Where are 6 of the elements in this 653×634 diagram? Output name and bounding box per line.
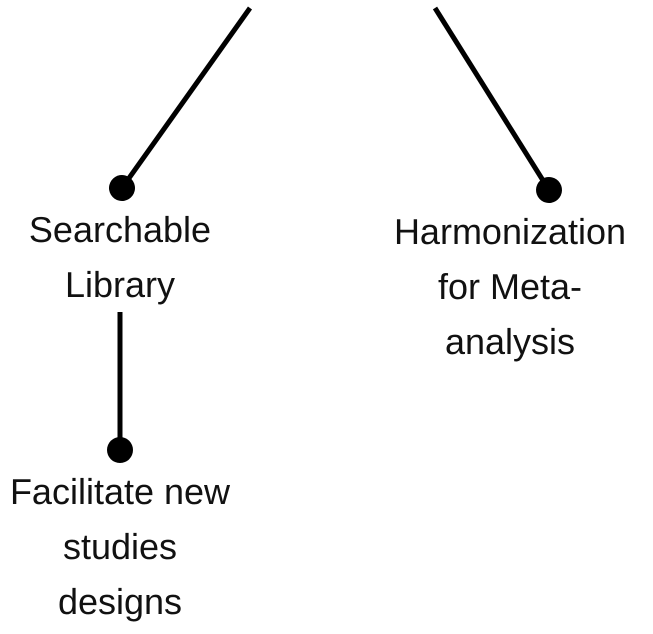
node-label: Searchable Library	[28, 208, 212, 307]
connector-line	[432, 6, 562, 203]
connector-line	[109, 6, 252, 201]
connector-line	[107, 312, 133, 463]
node-label: Harmonization for Meta-analysis	[392, 210, 628, 364]
node-label: Facilitate new studies designs	[8, 470, 232, 624]
